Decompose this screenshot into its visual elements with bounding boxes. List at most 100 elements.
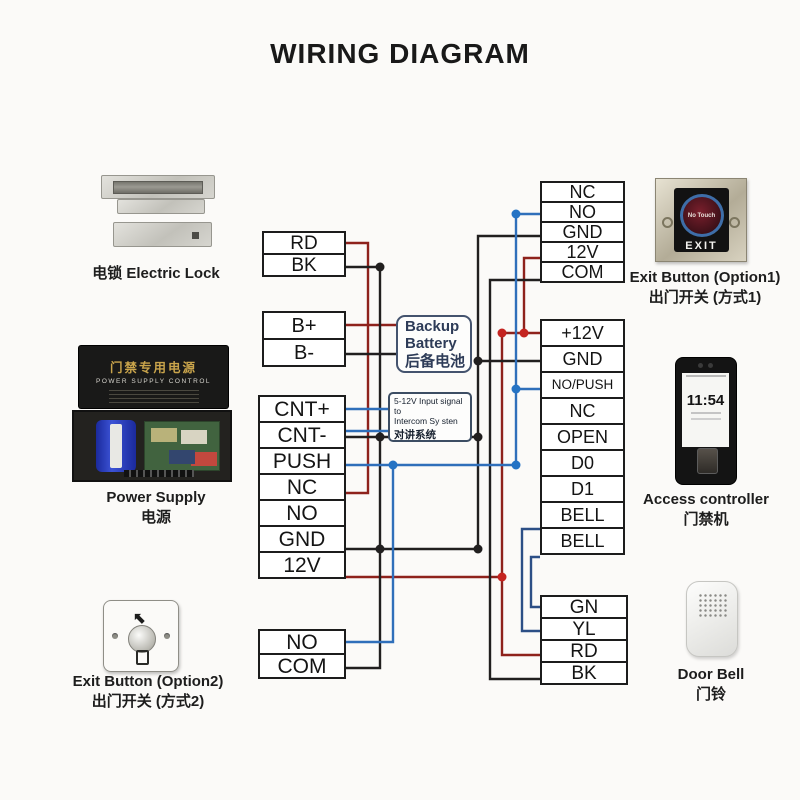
wire-12v-trunk-to-rd [500, 333, 540, 657]
exit-button2-label-zh: 出门开关 (方式2) [91, 693, 205, 711]
terminal-block-exit-button1: NC NO GND 12V COM [540, 181, 625, 283]
camera-icon [698, 363, 703, 368]
power-supply-panel-subtitle: POWER SUPPLY CONTROL [96, 378, 211, 385]
terminal-cell: 12V [258, 551, 346, 579]
power-supply-label-zh: 电源 [140, 509, 171, 527]
screw-hole-icon [164, 633, 170, 639]
terminal-block-backup-battery: B+ B- [262, 311, 346, 367]
exit-arrow-icon: ⬉ [133, 610, 146, 627]
maglock-plate [113, 181, 203, 194]
terminal-cell: GN [540, 595, 628, 619]
exit-button2-label-en: Exit Button (Option2) [72, 673, 224, 690]
terminal-cell: RD [262, 231, 346, 255]
terminal-cell: BELL [540, 501, 625, 529]
battery-image [96, 420, 136, 472]
wire-gnd-exit1-trunk [476, 234, 540, 549]
backup-battery-note: Backup Battery 后备电池 [396, 315, 472, 373]
wire-push-to-no-trunk [514, 212, 540, 465]
terminal-cell: GND [540, 221, 625, 243]
terminal-block-access-controller: +12V GND NO/PUSH NC OPEN D0 D1 BELL BELL [540, 319, 625, 555]
screw-hole-icon [662, 217, 673, 228]
terminal-cell: D1 [540, 475, 625, 503]
terminal-block-power-supply: CNT+ CNT- PUSH NC NO GND 12V [258, 395, 346, 579]
terminal-cell: NO/PUSH [540, 371, 625, 399]
wire-rd-to-nc [346, 241, 370, 495]
exit-button2-image: ⬉ [103, 600, 179, 672]
terminal-cell: +12V [540, 319, 625, 347]
power-supply-panel-title: 门禁专用电源 [109, 361, 197, 375]
door-bell-image [686, 581, 738, 657]
backup-battery-line: 后备电池 [405, 352, 466, 370]
bolt-hole [192, 232, 199, 239]
controller-screen: 11:54 [682, 373, 729, 447]
no-touch-text: No Touch [687, 212, 716, 219]
terminal-cell: COM [540, 261, 625, 283]
terminal-block-bell-output: NO COM [258, 629, 346, 679]
terminal-cell: GND [540, 345, 625, 373]
terminal-cell: D0 [540, 449, 625, 477]
no-touch-sensor-icon: No Touch [679, 194, 724, 237]
maglock-bracket [117, 199, 205, 214]
screen-date-line [690, 412, 721, 414]
wire-bell2-to-gn [529, 555, 540, 609]
fingerprint-sensor-icon [697, 448, 718, 474]
wire-bk-gnd-com-trunk [346, 265, 382, 670]
exit-button1-label-en: Exit Button (Option1) [629, 269, 781, 286]
wire-push-to-no-bottom [346, 465, 395, 644]
terminal-cell: NC [540, 397, 625, 425]
terminal-cell: YL [540, 617, 628, 641]
terminal-cell: NO [540, 201, 625, 223]
terminal-cell: B+ [262, 311, 346, 340]
backup-battery-line: Backup [405, 318, 460, 336]
terminal-cell: CNT+ [258, 395, 346, 423]
access-controller-label: Access controller 门禁机 [626, 490, 786, 531]
intercom-note: 5-12V Input signal to Intercom Sy sten 对… [388, 392, 472, 442]
power-supply-chassis [72, 410, 232, 482]
door-icon [136, 650, 149, 665]
power-supply-panel: 门禁专用电源 POWER SUPPLY CONTROL [79, 346, 228, 408]
circuit-board-image [144, 421, 220, 471]
terminal-cell: GND [258, 525, 346, 553]
screen-time: 11:54 [686, 392, 725, 409]
terminal-cell: OPEN [540, 423, 625, 451]
terminal-cell: CNT- [258, 421, 346, 449]
terminal-block-lock-wires: RD BK [262, 231, 346, 277]
door-bell-label-zh: 门铃 [695, 686, 726, 704]
electric-lock-label: 电锁 Electric Lock [92, 265, 220, 282]
terminal-strip-image [124, 470, 194, 477]
wire-12v-exit1-trunk [522, 256, 540, 333]
bolt-lock-image [113, 222, 212, 247]
terminal-cell: NO [258, 629, 346, 655]
wire-bell1-to-yl [520, 527, 540, 633]
intercom-line: Intercom Sy sten [394, 415, 458, 426]
terminal-cell: B- [262, 338, 346, 367]
junction-dots [375, 209, 529, 582]
terminal-cell: BK [262, 253, 346, 277]
access-controller-label-en: Access controller [643, 491, 769, 508]
exit-button1-label: Exit Button (Option1) 出门开关 (方式1) [615, 268, 795, 309]
intercom-line: 对讲系统 [394, 429, 436, 442]
no-touch-panel: No Touch EXIT [674, 188, 729, 252]
terminal-cell: COM [258, 653, 346, 679]
intercom-line: 5-12V Input signal to [394, 396, 463, 416]
wires-group [346, 212, 540, 681]
speaker-grille-icon [698, 593, 728, 617]
backup-battery-line: Battery [405, 335, 457, 353]
exit-button1-image: No Touch EXIT [655, 178, 747, 262]
push-button-icon [128, 625, 156, 653]
terminal-cell: NC [540, 181, 625, 203]
exit-button1-label-zh: 出门开关 (方式1) [648, 289, 762, 307]
terminal-cell: PUSH [258, 447, 346, 475]
screw-hole-icon [112, 633, 118, 639]
power-supply-label-en: Power Supply [106, 489, 206, 506]
exit-text: EXIT [685, 240, 718, 252]
terminal-cell: RD [540, 639, 628, 663]
terminal-cell: 12V [540, 241, 625, 263]
screw-hole-icon [729, 217, 740, 228]
terminal-block-doorbell-wires: GN YL RD BK [540, 595, 628, 685]
access-controller-image: 11:54 [676, 358, 736, 484]
exit-button2-label: Exit Button (Option2) 出门开关 (方式2) [58, 672, 238, 713]
page-title: WIRING DIAGRAM [270, 38, 530, 69]
